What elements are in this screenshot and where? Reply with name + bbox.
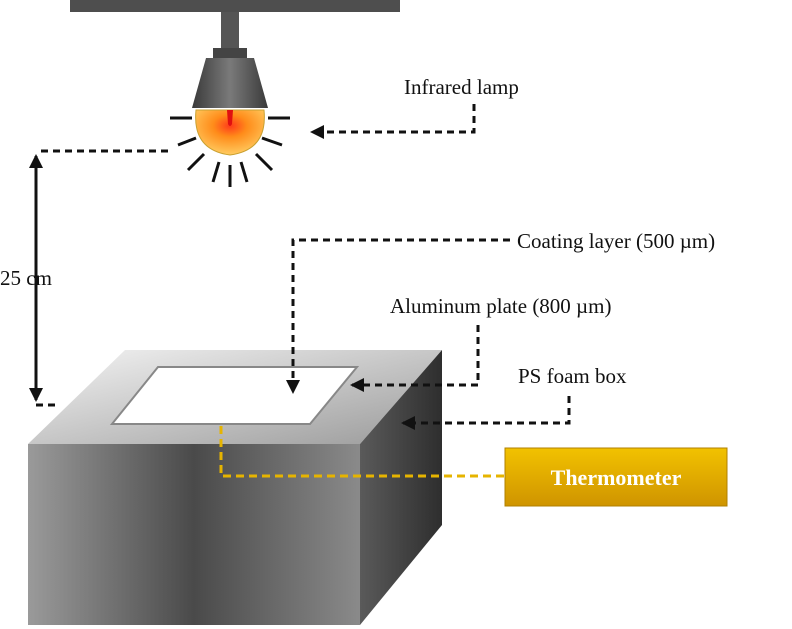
- lamp-bulb: [195, 109, 265, 156]
- lamp-rays: [170, 116, 290, 187]
- thermometer-wire: [219, 426, 505, 478]
- lamp-leader: [310, 104, 476, 139]
- thermometer-label: Thermometer: [551, 465, 682, 490]
- coating-leader: [286, 238, 510, 394]
- distance-label: 25 cm: [0, 266, 52, 290]
- thermometer-box: [504, 447, 728, 507]
- box-label: PS foam box: [518, 364, 627, 388]
- lamp-filament: [227, 110, 233, 126]
- box-side: [360, 350, 442, 625]
- lamp-socket: [213, 48, 247, 58]
- distance-indicator: [29, 149, 168, 407]
- box-leader: [401, 396, 571, 430]
- foam-box-icon: [28, 350, 442, 625]
- infrared-lamp-icon: [70, 0, 400, 187]
- lamp-stem: [221, 12, 239, 52]
- lamp-label: Infrared lamp: [404, 75, 519, 99]
- lamp-housing: [192, 58, 268, 108]
- aluminum-leader: [350, 325, 480, 392]
- box-front: [28, 444, 360, 625]
- coating-label: Coating layer (500 µm): [517, 229, 715, 253]
- aluminum-label: Aluminum plate (800 µm): [390, 294, 611, 318]
- ceiling-bar: [70, 0, 400, 12]
